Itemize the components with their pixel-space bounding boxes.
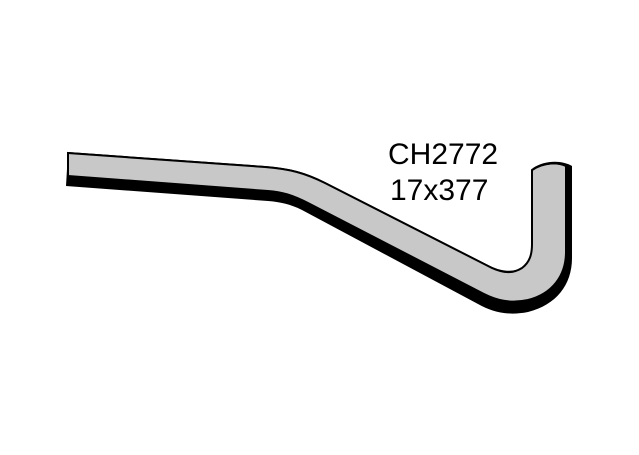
part-code-label: CH2772 bbox=[388, 138, 499, 171]
dimensions-label: 17x377 bbox=[390, 174, 489, 207]
hose-end-opening bbox=[531, 162, 567, 171]
hose-body bbox=[67, 151, 567, 303]
